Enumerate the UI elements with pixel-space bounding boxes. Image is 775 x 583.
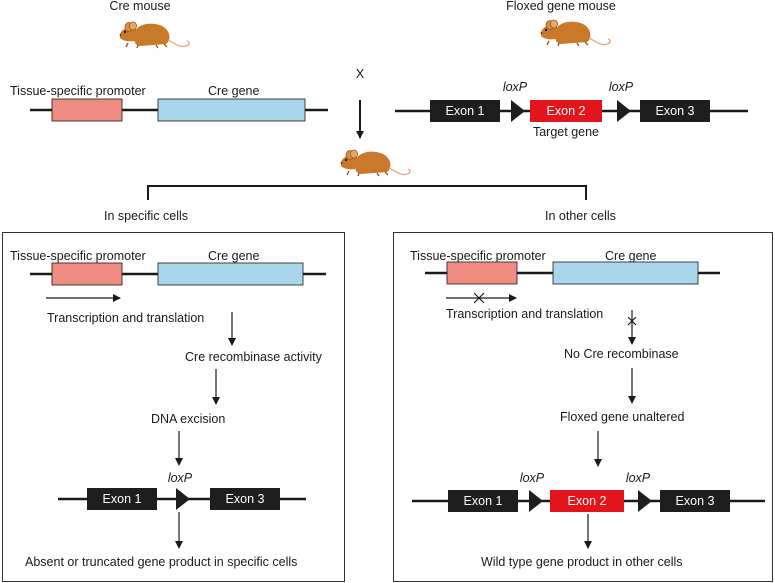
cre-mouse-label: Cre mouse [109, 0, 170, 13]
top-loxp-left-icon [511, 100, 525, 122]
floxed-mouse-icon [539, 19, 611, 47]
right-heading: In other cells [545, 209, 616, 223]
right-result-label: Wild type gene product in other cells [481, 555, 683, 569]
right-loxp-left-label: loxP [520, 471, 545, 485]
right-cre-gene-label: Cre gene [605, 249, 656, 263]
right-exon1-box [448, 490, 518, 512]
left-heading: In specific cells [104, 209, 188, 223]
right-exon1-label: Exon 1 [464, 494, 503, 508]
top-loxp-right-icon [617, 100, 631, 122]
right-loxp-right-label: loxP [626, 471, 651, 485]
left-step3-label: DNA excision [151, 412, 225, 426]
left-exon3-label: Exon 3 [226, 492, 265, 506]
left-loxp-icon [176, 488, 190, 510]
top-exon3-label: Exon 3 [656, 104, 695, 118]
top-exon1-label: Exon 1 [446, 104, 485, 118]
top-exon1-box [430, 100, 500, 122]
top-exon3-box [640, 100, 710, 122]
left-promoter-box [51, 262, 123, 286]
left-step2-label: Cre recombinase activity [185, 350, 323, 364]
top-promoter-box [51, 98, 123, 122]
right-loxp-left-icon [529, 490, 543, 512]
left-panel [2, 232, 345, 582]
top-cre-gene-label: Cre gene [208, 84, 259, 98]
right-panel [393, 232, 773, 582]
top-exon2-box [530, 100, 602, 122]
right-step3-label: Floxed gene unaltered [560, 410, 684, 424]
top-loxp-left-label: loxP [503, 80, 528, 94]
left-exon1-box [87, 488, 157, 510]
right-exon2-label: Exon 2 [568, 494, 607, 508]
top-cre-gene-box [157, 98, 306, 122]
left-loxp-label: loxP [168, 471, 193, 485]
right-exon3-label: Exon 3 [676, 494, 715, 508]
floxed-mouse-label: Floxed gene mouse [506, 0, 616, 13]
top-exon2-label: Exon 2 [547, 104, 586, 118]
left-result-label: Absent or truncated gene product in spec… [25, 555, 297, 569]
right-exon2-box [550, 490, 624, 512]
left-exon1-label: Exon 1 [103, 492, 142, 506]
top-loxp-right-label: loxP [609, 80, 634, 94]
right-exon3-box [660, 490, 730, 512]
right-step2-label: No Cre recombinase [564, 347, 679, 361]
branch-bracket [147, 185, 587, 200]
right-promoter-label: Tissue-specific promoter [410, 249, 546, 263]
left-promoter-label: Tissue-specific promoter [10, 249, 146, 263]
right-loxp-right-icon [638, 490, 652, 512]
target-gene-label: Target gene [533, 125, 599, 139]
right-cre-gene-box [552, 261, 699, 285]
right-transcription-block-icon [473, 292, 485, 304]
left-cre-gene-box [157, 262, 304, 286]
top-promoter-label: Tissue-specific promoter [10, 84, 146, 98]
right-promoter-box [446, 261, 518, 285]
left-cre-gene-label: Cre gene [208, 249, 259, 263]
right-step1-label: Transcription and translation [446, 307, 603, 321]
offspring-mouse-icon [339, 149, 411, 177]
right-translation-block-icon [627, 316, 637, 326]
left-exon3-box [210, 488, 280, 510]
cross-symbol: X [356, 67, 365, 81]
cre-mouse-icon [118, 21, 190, 49]
left-step1-label: Transcription and translation [47, 311, 204, 325]
